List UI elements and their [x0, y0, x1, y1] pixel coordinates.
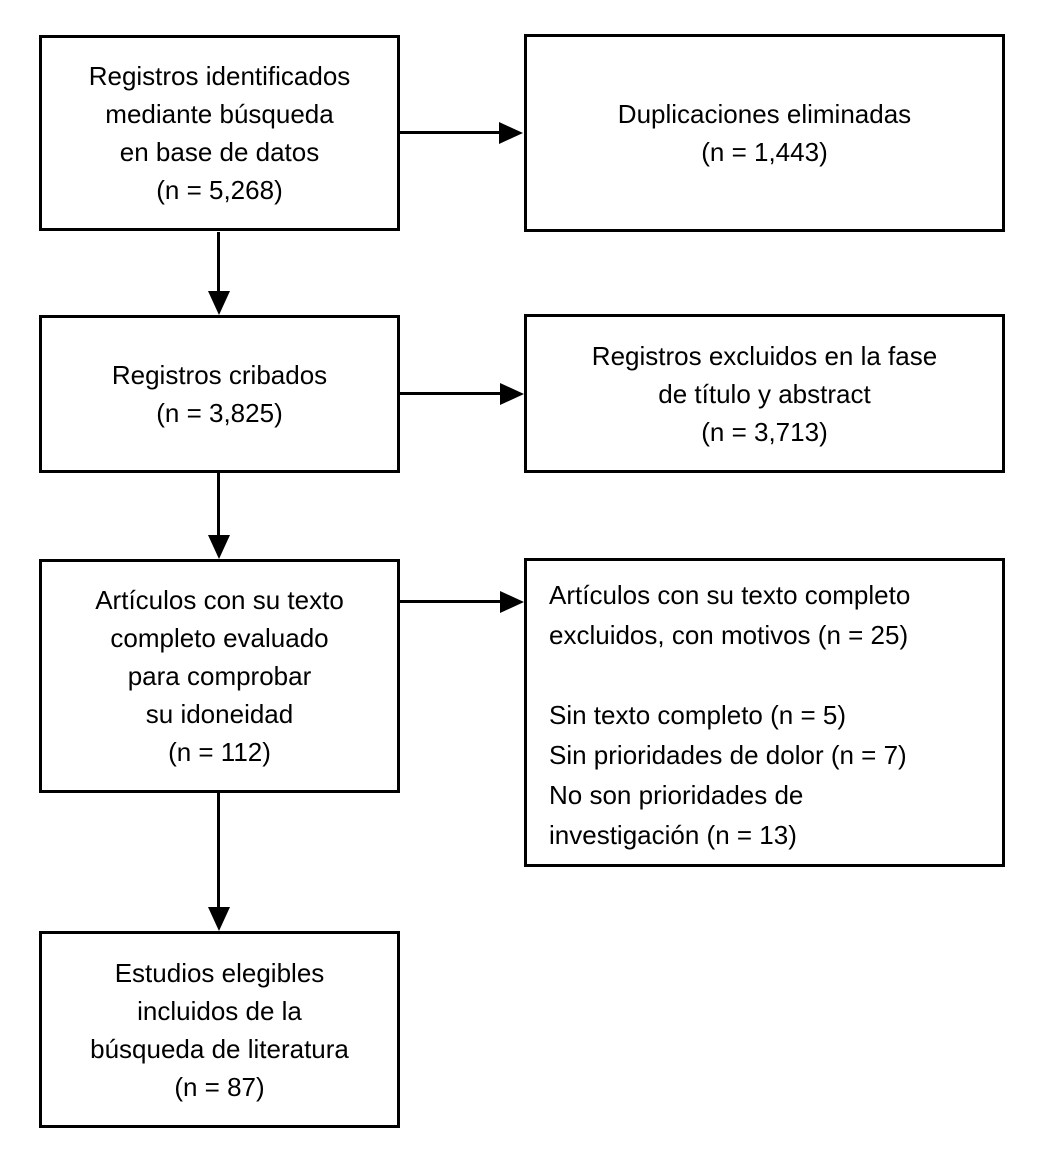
arrow-right-identified-to-duplicates — [400, 131, 499, 134]
box-text-line: mediante búsqueda — [105, 99, 334, 129]
arrow-right-fulltext-to-excluded — [399, 600, 500, 603]
box-reason-line: No son prioridades de — [549, 780, 804, 810]
box-text-line: búsqueda de literatura — [90, 1033, 349, 1064]
arrow-down-fulltext-to-included — [217, 793, 220, 907]
box-text-line: Registros excluidos en la fase — [591, 340, 938, 371]
box-reason-line: Sin prioridades de dolor (n = 7) — [549, 740, 907, 770]
arrow-down-identified-to-screened — [217, 232, 220, 291]
box-text-line: Estudios elegibles — [114, 957, 325, 988]
box-text-line: completo evaluado — [110, 623, 329, 653]
box-text-line: de título y abstract — [658, 378, 871, 409]
box-text-line: Artículos con su texto — [95, 585, 344, 615]
box-count-line: (n = 5,268) — [156, 175, 283, 205]
flow-box-records-identified: Registros identificados mediante búsqued… — [39, 35, 400, 231]
box-text-line: incluidos de la — [137, 995, 302, 1026]
flow-box-fulltext-assessed: Artículos con su texto completo evaluado… — [39, 559, 400, 793]
box-reason-line: Sin texto completo (n = 5) — [549, 700, 846, 730]
box-text-line: en base de datos — [119, 137, 320, 167]
flow-box-records-screened: Registros cribados (n = 3,825) — [39, 315, 400, 473]
box-reason-line: investigación (n = 13) — [549, 820, 797, 850]
box-text-line: Registros cribados — [111, 360, 328, 390]
flow-box-excluded-title-abstract: Registros excluidos en la fase de título… — [524, 314, 1005, 473]
box-count-line: (n = 1,443) — [701, 137, 828, 167]
box-count-line: (n = 3,825) — [156, 398, 283, 428]
arrow-down-screened-to-fulltext — [217, 473, 220, 535]
arrow-right-screened-to-excluded — [400, 392, 500, 395]
box-count-line: (n = 112) — [168, 737, 271, 767]
box-text-line: para comprobar — [127, 661, 312, 691]
box-text-line: Duplicaciones eliminadas — [617, 99, 912, 129]
flow-box-fulltext-excluded: Artículos con su texto completo excluido… — [524, 558, 1005, 867]
flow-box-studies-included: Estudios elegibles incluidos de la búsqu… — [39, 931, 400, 1128]
box-text-line: excluidos, con motivos (n = 25) — [549, 620, 909, 650]
flow-box-duplicates-removed: Duplicaciones eliminadas (n = 1,443) — [524, 34, 1005, 232]
box-text-line: Artículos con su texto completo — [549, 580, 911, 610]
box-text-line: Registros identificados — [88, 61, 351, 91]
box-text-line: su idoneidad — [145, 699, 294, 729]
box-count-line: (n = 3,713) — [701, 416, 828, 447]
box-count-line: (n = 87) — [174, 1071, 265, 1102]
